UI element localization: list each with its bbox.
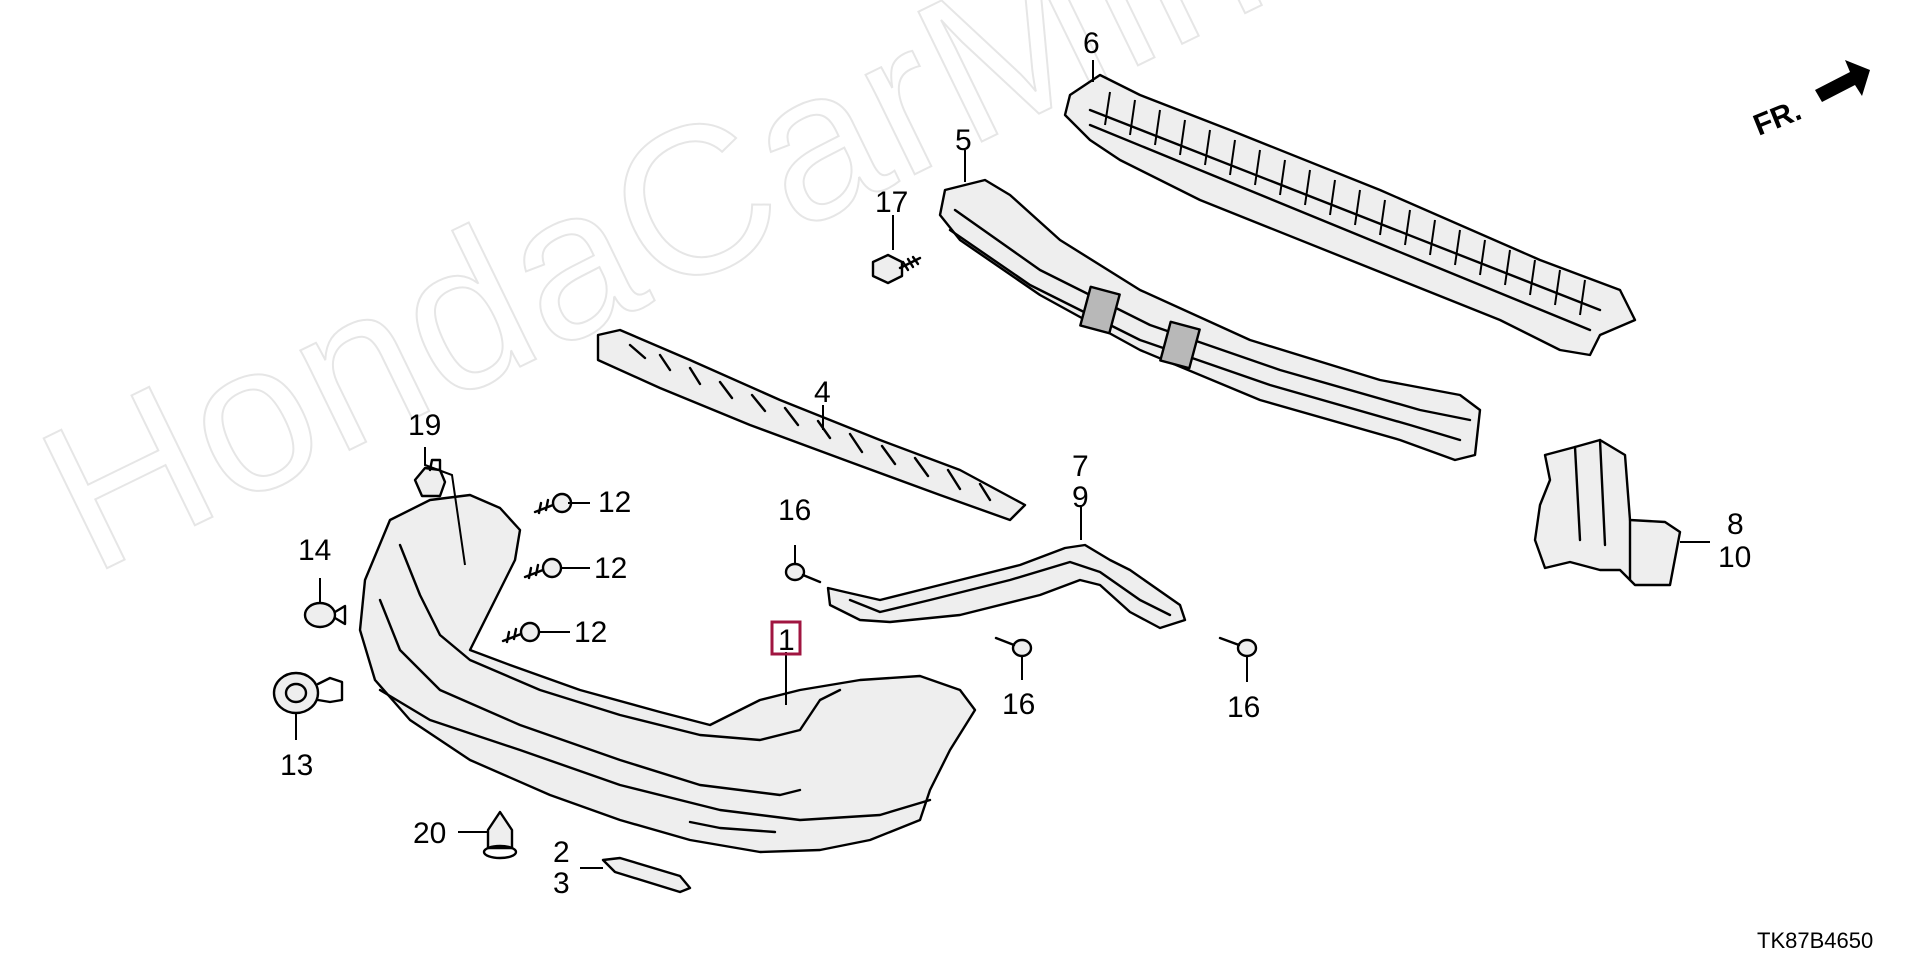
fastener-14[interactable]	[303, 601, 347, 629]
callout-17[interactable]: 17	[875, 186, 908, 219]
callout-16-top[interactable]: 16	[778, 494, 811, 527]
screw-12-middle[interactable]	[523, 557, 563, 580]
screw-12-bottom[interactable]	[501, 621, 541, 644]
callout-16-right[interactable]: 16	[1227, 691, 1260, 724]
callout-6[interactable]: 6	[1083, 27, 1100, 60]
callout-13[interactable]: 13	[280, 749, 313, 782]
callout-16-center[interactable]: 16	[1002, 688, 1035, 721]
callout-10[interactable]: 10	[1718, 541, 1751, 574]
part-1-highlight-box	[770, 620, 802, 656]
callout-2[interactable]: 2	[553, 836, 570, 869]
bumper-side-stay[interactable]	[826, 543, 1187, 630]
clip-19[interactable]	[413, 458, 447, 498]
push-clip-20[interactable]	[482, 810, 518, 860]
flange-bolt-17[interactable]	[871, 253, 922, 285]
bumper-side-retainer[interactable]	[1533, 438, 1682, 587]
callout-12-middle[interactable]: 12	[594, 552, 627, 585]
callout-3[interactable]: 3	[553, 867, 570, 900]
rear-bumper-beam[interactable]	[938, 178, 1482, 462]
callout-12-bottom[interactable]: 12	[574, 616, 607, 649]
rear-reflector[interactable]	[601, 856, 692, 894]
callout-1[interactable]: 1	[778, 624, 795, 657]
front-direction-arrow	[1815, 60, 1870, 102]
callout-19[interactable]: 19	[408, 409, 441, 442]
screw-16-center[interactable]	[994, 636, 1033, 658]
callout-4[interactable]: 4	[814, 376, 831, 409]
grommet-13[interactable]	[272, 671, 344, 715]
leader-lines	[295, 60, 1710, 869]
rear-bumper-face[interactable]	[358, 493, 977, 854]
front-direction-label: FR.	[1749, 94, 1806, 143]
screw-16-right[interactable]	[1218, 636, 1258, 658]
screw-16-top[interactable]	[784, 562, 822, 584]
callout-12-top[interactable]: 12	[598, 486, 631, 519]
rear-bumper-absorber[interactable]	[1063, 73, 1637, 357]
callout-labels: 6 5 17 4 7 9 8 10 19 12 12 12 14 13 16 1…	[280, 27, 1751, 900]
rear-step-protector[interactable]	[596, 328, 1027, 522]
callout-7[interactable]: 7	[1072, 450, 1089, 483]
diagram-code: TK87B4650	[1757, 928, 1873, 953]
callout-14[interactable]: 14	[298, 534, 331, 567]
callout-5[interactable]: 5	[955, 124, 972, 157]
callout-8[interactable]: 8	[1727, 508, 1744, 541]
screw-12-top[interactable]	[533, 492, 573, 515]
callout-20[interactable]: 20	[413, 817, 446, 850]
callout-9[interactable]: 9	[1072, 481, 1089, 514]
